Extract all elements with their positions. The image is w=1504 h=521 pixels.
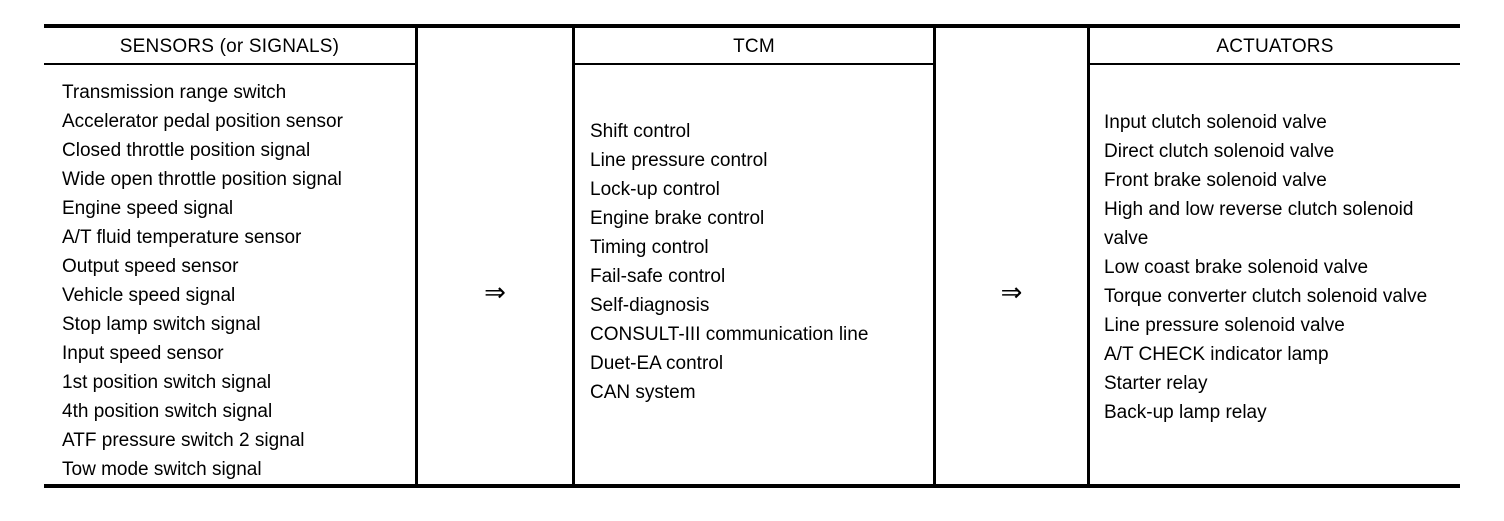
arrow-column-1-header [418, 28, 572, 65]
list-item: Input speed sensor [62, 343, 224, 364]
column-divider-2 [572, 27, 575, 485]
arrow-column-2-header [936, 28, 1087, 65]
list-item: Fail-safe control [590, 266, 726, 287]
list-item: 1st position switch signal [62, 372, 272, 393]
sensors-column-header: SENSORS (or SIGNALS) [44, 28, 415, 65]
list-item: High and low reverse clutch sole­noid va… [1104, 199, 1414, 249]
column-divider-4 [1087, 27, 1090, 485]
list-item: Direct clutch solenoid valve [1104, 141, 1335, 162]
table-bottom-rule [44, 484, 1460, 488]
list-item: Input clutch solenoid valve [1104, 112, 1327, 133]
list-item: Accelerator pedal position sensor [62, 111, 343, 132]
list-item: Vehicle speed signal [62, 285, 236, 306]
list-item: Self-diagnosis [590, 295, 710, 316]
list-item: Engine speed signal [62, 198, 234, 219]
arrow-cell-2: ⇒ [936, 65, 1087, 521]
list-item: 4th position switch signal [62, 401, 273, 422]
list-item: Output speed sensor [62, 256, 239, 277]
arrow-column-sensors-to-tcm: ⇒ [418, 28, 572, 484]
control-system-diagram: SENSORS (or SIGNALS) Transmission range … [44, 24, 1460, 488]
arrow-column-tcm-to-actuators: ⇒ [936, 28, 1087, 484]
list-item: Duet-EA control [590, 353, 724, 374]
list-item: ATF pressure switch 2 signal [62, 430, 305, 451]
sensors-column: SENSORS (or SIGNALS) Transmission range … [44, 28, 415, 484]
list-item: Starter relay [1104, 373, 1208, 394]
list-item: Transmission range switch [62, 82, 287, 103]
list-item: Line pressure solenoid valve [1104, 315, 1345, 336]
arrow-cell-1: ⇒ [418, 65, 572, 521]
list-item: Front brake solenoid valve [1104, 170, 1327, 191]
list-item: Back-up lamp relay [1104, 402, 1267, 423]
list-item: Closed throttle position signal [62, 140, 311, 161]
column-divider-1 [415, 27, 418, 485]
list-item: Engine brake control [590, 208, 765, 229]
tcm-column-header: TCM [575, 28, 933, 65]
list-item: Lock-up control [590, 179, 720, 200]
list-item: Line pressure control [590, 150, 768, 171]
list-item: Shift control [590, 121, 691, 142]
list-item: Stop lamp switch signal [62, 314, 261, 335]
list-item: A/T fluid temperature sensor [62, 227, 302, 248]
table-top-rule [44, 24, 1460, 28]
list-item: Wide open throttle position signal [62, 169, 342, 190]
list-item: Timing control [590, 237, 709, 258]
double-right-arrow-icon: ⇒ [484, 278, 506, 308]
list-item: A/T CHECK indicator lamp [1104, 344, 1329, 365]
double-right-arrow-icon: ⇒ [1000, 278, 1023, 308]
list-item: Tow mode switch signal [62, 459, 262, 480]
column-divider-3 [933, 27, 936, 485]
actuators-column-header: ACTUATORS [1090, 28, 1460, 65]
list-item: CONSULT-III communication line [590, 324, 869, 345]
list-item: Low coast brake solenoid valve [1104, 257, 1369, 278]
list-item: CAN system [590, 382, 696, 403]
list-item: Torque converter clutch solenoid valve [1104, 286, 1428, 307]
